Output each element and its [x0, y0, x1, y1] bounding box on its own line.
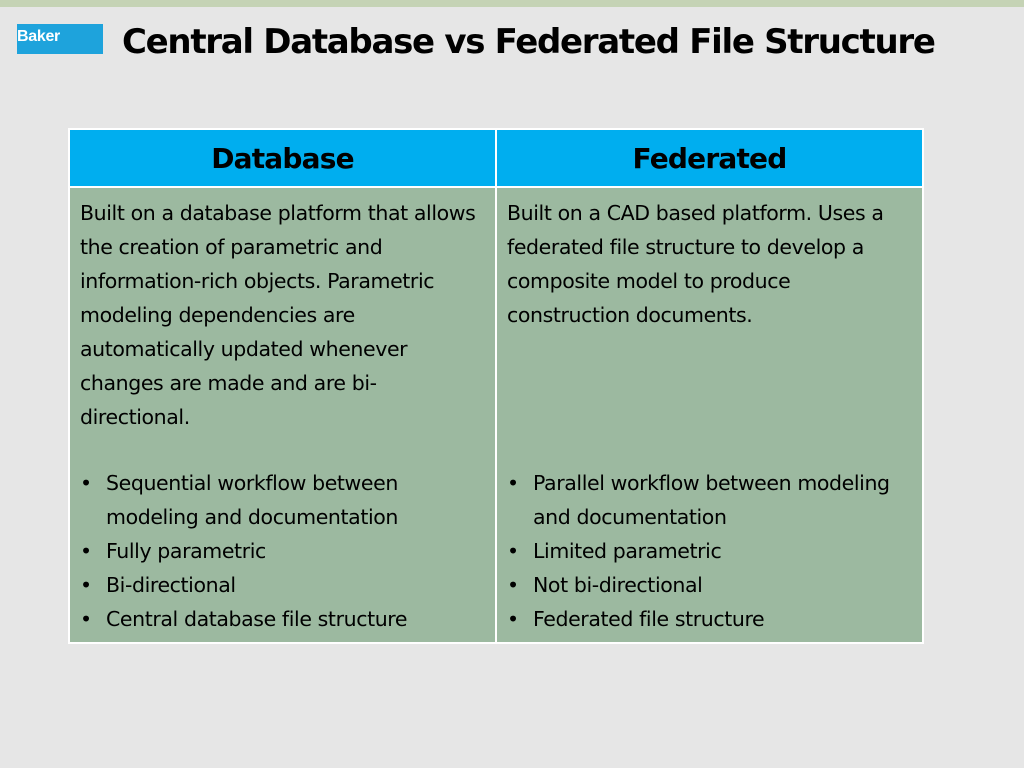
list-item: Sequential workflow between modeling and… — [80, 466, 485, 534]
logo-text: Baker — [17, 28, 60, 45]
federated-points: Parallel workflow between modeling and d… — [507, 466, 912, 636]
list-item: Limited parametric — [507, 534, 912, 568]
database-points: Sequential workflow between modeling and… — [80, 466, 485, 636]
header-database: Database — [68, 128, 497, 188]
table-header-row: Database Federated — [68, 128, 924, 188]
list-item: Parallel workflow between modeling and d… — [507, 466, 912, 534]
header-federated: Federated — [495, 128, 924, 188]
list-item: Fully parametric — [80, 534, 485, 568]
list-item: Central database file structure — [80, 602, 485, 636]
database-description: Built on a database platform that allows… — [80, 201, 476, 429]
comparison-table: Database Federated Built on a database p… — [68, 128, 924, 644]
baker-logo: Baker — [17, 24, 103, 54]
federated-description: Built on a CAD based platform. Uses a fe… — [507, 201, 884, 327]
list-item: Bi-directional — [80, 568, 485, 602]
list-item: Not bi-directional — [507, 568, 912, 602]
slide-title: Central Database vs Federated File Struc… — [122, 22, 936, 62]
list-item: Federated file structure — [507, 602, 912, 636]
table-body-row: Built on a database platform that allows… — [68, 186, 924, 644]
top-accent-bar — [0, 0, 1024, 7]
federated-cell: Built on a CAD based platform. Uses a fe… — [495, 186, 924, 644]
database-cell: Built on a database platform that allows… — [68, 186, 497, 644]
